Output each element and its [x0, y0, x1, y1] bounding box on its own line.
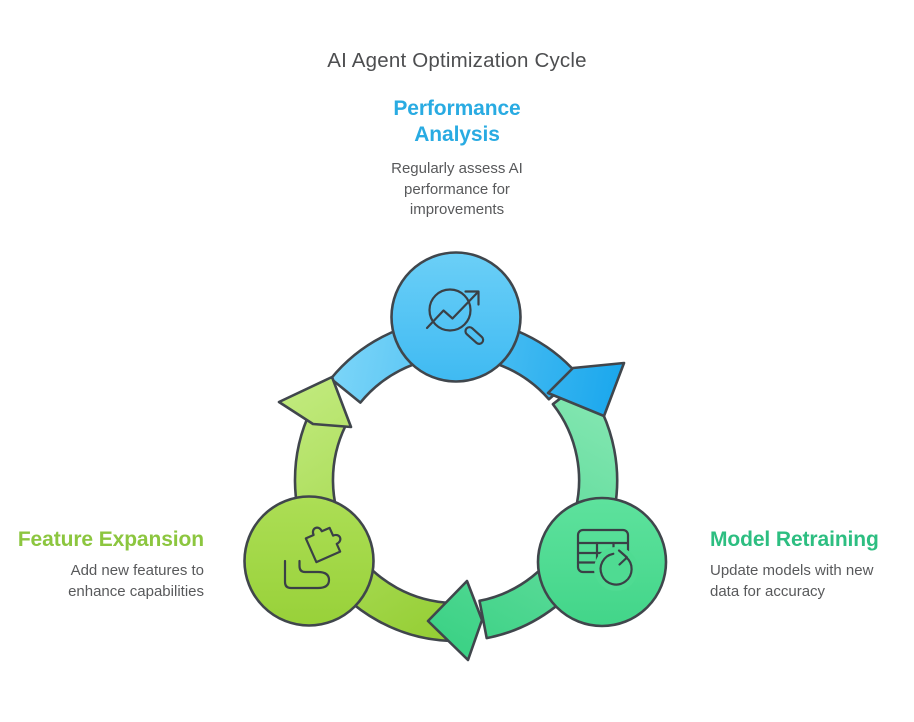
hand-puzzle-icon — [283, 526, 342, 590]
table-refresh-icon — [576, 528, 638, 591]
node-circle-performance-analysis — [390, 251, 522, 383]
step-label-model-retraining: Model Retraining — [710, 528, 879, 551]
step-description-feature-expansion: Add new features to enhance capabilities — [68, 562, 204, 600]
step-description-model-retraining: Update models with new data for accuracy — [710, 562, 874, 600]
magnifier-trend-icon — [425, 288, 485, 345]
arrow-retraining-to-expansion — [426, 579, 484, 662]
step-description-performance-analysis: Regularly assess AI performance for impr… — [391, 160, 523, 218]
step-label-performance-analysis: Performance Analysis — [393, 97, 521, 146]
diagram-title: AI Agent Optimization Cycle — [327, 49, 587, 72]
node-circle-feature-expansion — [243, 495, 375, 627]
arrow-expansion-to-analysis — [277, 375, 353, 429]
step-label-feature-expansion: Feature Expansion — [17, 528, 204, 551]
arrow-analysis-to-retraining — [546, 361, 626, 418]
